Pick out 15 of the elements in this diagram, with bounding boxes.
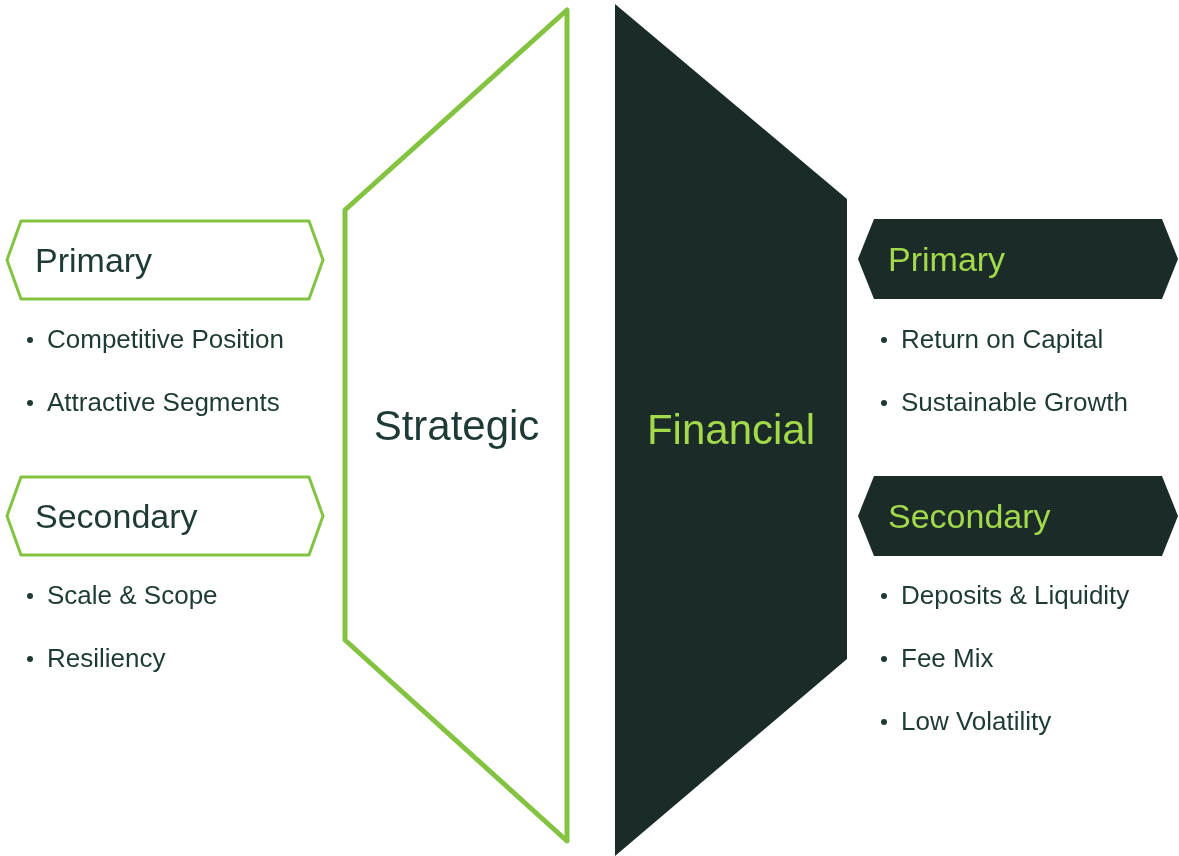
bullet-text: Attractive Segments — [47, 386, 280, 419]
bullet-text: Low Volatility — [901, 705, 1052, 738]
bullet-text: Scale & Scope — [47, 579, 218, 612]
panel-title: Financial — [646, 406, 816, 454]
tag-title: Secondary — [887, 496, 1051, 536]
bullet-text: Fee Mix — [901, 642, 994, 675]
bullet-text: Resiliency — [47, 642, 166, 675]
tag-title: Primary — [34, 240, 153, 280]
panel-title: Strategic — [373, 401, 540, 450]
bullet-text: Sustainable Growth — [901, 386, 1128, 419]
bullet-text: Return on Capital — [901, 323, 1104, 356]
bullet-text: Competitive Position — [47, 323, 284, 356]
tag-title: Primary — [887, 239, 1006, 279]
tag-title: Secondary — [34, 496, 198, 536]
bullet-text: Deposits & Liquidity — [901, 579, 1130, 612]
